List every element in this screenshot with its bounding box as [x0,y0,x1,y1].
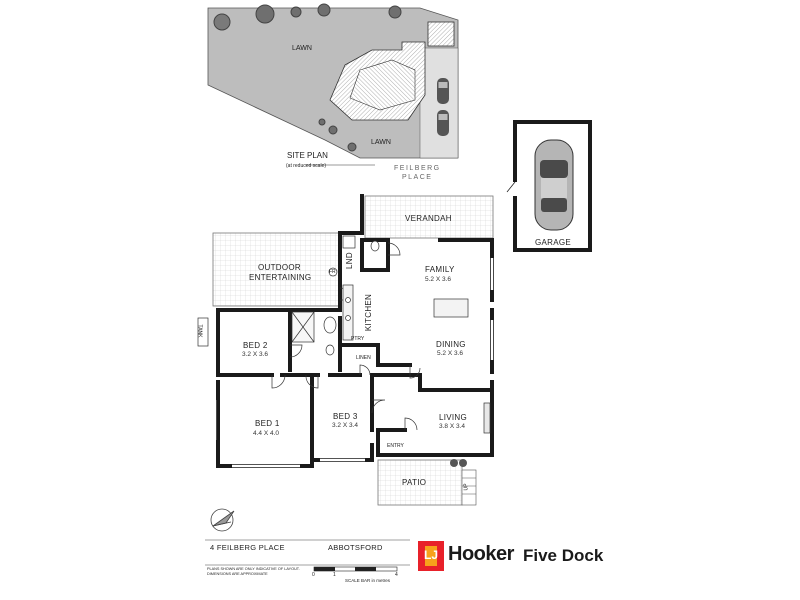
room-dim-dining: 5.2 X 3.6 [437,350,464,357]
room-label-verandah: VERANDAH [405,214,452,223]
fixtures [197,235,491,434]
office-name: Five Dock [523,546,604,565]
scale-caption: SCALE BAR in metres [345,578,391,583]
property-address: 4 FEILBERG PLACE [210,543,285,552]
stairs [461,469,477,506]
site-plan [207,3,459,166]
tree-icon [290,6,302,18]
room-dim-living: 3.8 X 3.4 [439,423,466,430]
room-label-dining: DINING [436,340,466,349]
room-label-entry: ENTRY [387,443,404,449]
disclaimer-line2: DIMENSIONS ARE APPROXIMATE [207,572,268,576]
tree-icon [347,142,357,152]
agency-name: Hooker [448,543,514,565]
street-name-line2: PLACE [402,174,433,181]
room-label-kitchen: KITCHEN [364,293,374,332]
garage [506,120,592,252]
property-suburb: ABBOTSFORD [328,543,383,552]
plant-icon [450,459,458,467]
room-label-linen: LINEN [356,355,371,361]
label-tank: TANK [196,324,203,338]
verandah-area [364,195,494,239]
kitchen-bench [342,284,354,341]
room-label-fr: FR [329,269,336,275]
room-label-bed3: BED 3 [333,412,358,421]
room-label-living: LIVING [439,413,468,422]
room-label-lnd: LND [344,252,354,269]
car-icon [534,139,574,231]
outdoor-entertaining-area [212,232,341,307]
room-label-entertaining: ENTERTAINING [249,273,312,282]
fridge-icon [328,267,338,277]
logo-mark-text: LJ [423,548,438,562]
patio-area [377,459,463,506]
bath-basin-icon [323,316,337,334]
label-up: UP [463,483,470,491]
room-dim-bed2: 3.2 X 3.6 [242,351,269,358]
tree-icon [255,4,275,24]
windows [213,258,494,468]
room-label-bed2: BED 2 [243,341,268,350]
site-lawn [207,7,459,159]
room-label-patio: PATIO [402,478,427,487]
tree-icon [317,3,331,17]
toilet-icon [370,240,380,252]
scale-tick-4: 4 [395,572,398,578]
island-bench [433,298,469,318]
room-label-bed1: BED 1 [255,419,280,428]
room-label-family: FAMILY [425,265,455,274]
street-name-line1: FEILBERG [394,165,441,172]
scale-tick-1: 1 [333,572,336,578]
plant-icon [459,459,467,467]
laundry-tub [342,235,356,249]
site-car-icon [437,110,449,136]
site-car-icon [437,78,449,104]
water-tank [197,317,209,347]
north-arrow-icon [210,508,235,532]
room-label-outdoor: OUTDOOR [258,263,301,272]
scale-tick-0: 0 [312,572,315,578]
room-dim-family: 5.2 X 3.6 [425,276,452,283]
site-house-roof-ridge [349,59,416,111]
room-dim-bed1: 4.4 X 4.0 [253,430,280,437]
lj-logo-mark: LJ [418,541,444,571]
tree-icon [328,125,338,135]
site-plan-title: SITE PLAN [287,151,328,160]
fireplace [483,402,491,434]
room-dim-bed3: 3.2 X 3.4 [332,422,359,429]
room-label-garage: GARAGE [535,238,572,247]
tree-icon [213,13,231,31]
site-plan-subtitle: (at reduced scale) [286,163,327,169]
site-lawn-label: LAWN [371,139,391,146]
disclaimer-line1: PLANS SHOWN ARE ONLY INDICATIVE OF LAYOU… [207,567,300,571]
toilet-icon [325,344,335,356]
site-lawn-label: LAWN [292,45,312,52]
room-label-ptry: PTRY [351,336,365,342]
tree-icon [318,118,326,126]
agency-logo: LJ Hooker [418,541,516,571]
scale-bar [313,566,398,572]
site-garage-roof [427,21,455,47]
tree-icon [388,5,402,19]
